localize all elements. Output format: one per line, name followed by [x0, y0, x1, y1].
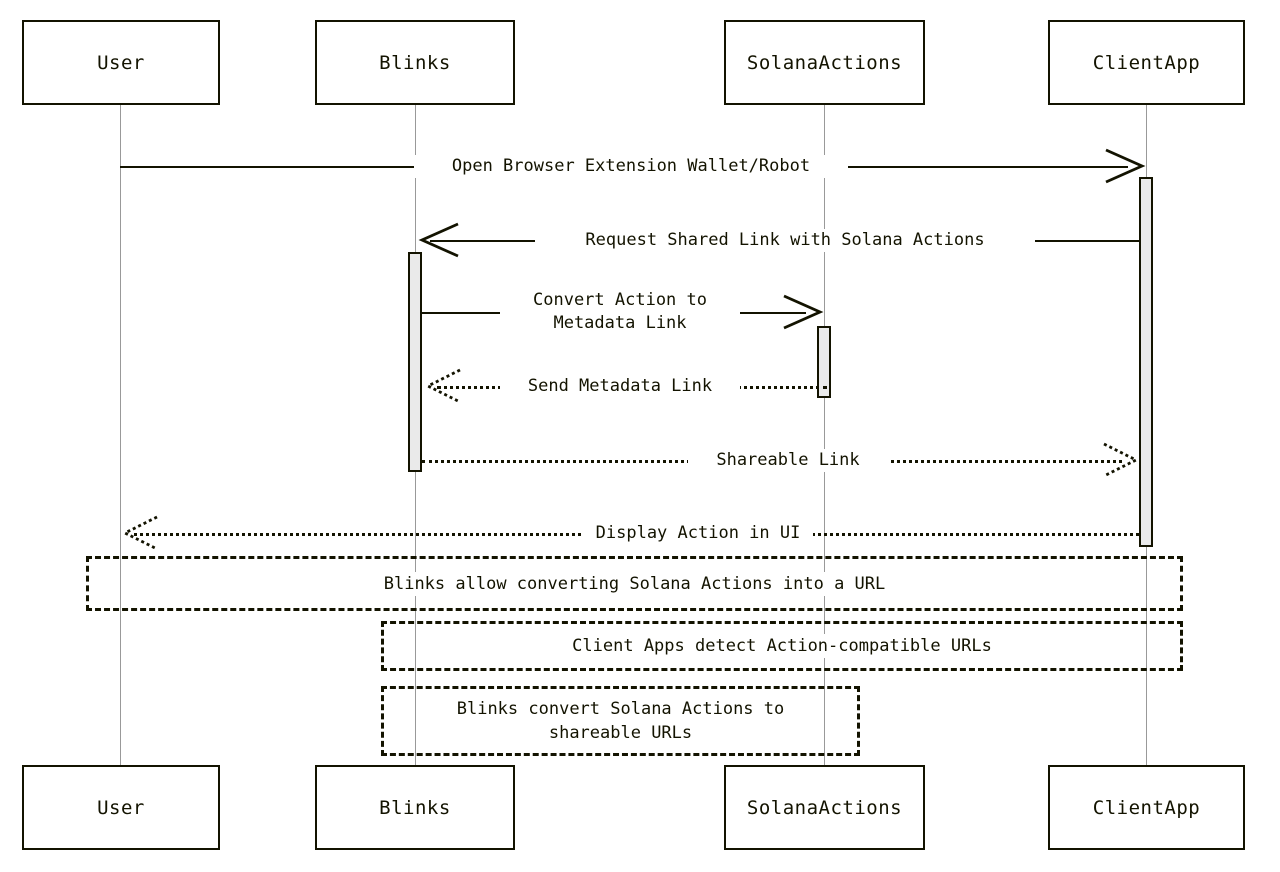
- note-box-3: Blinks convert Solana Actions to shareab…: [381, 686, 860, 756]
- participant-label-blinks-bottom: Blinks: [379, 796, 451, 819]
- participant-box-blinks-bottom[interactable]: Blinks: [315, 765, 515, 850]
- participant-box-clientapp-bottom[interactable]: ClientApp: [1048, 765, 1245, 850]
- message-label-5: Shareable Link: [688, 449, 888, 472]
- message-label-1: Open Browser Extension Wallet/Robot: [414, 155, 848, 178]
- participant-label-user-top: User: [97, 51, 145, 74]
- activation-bar-solanaactions: [817, 326, 831, 398]
- message-label-4: Send Metadata Link: [500, 375, 740, 398]
- participant-label-user-bottom: User: [97, 796, 145, 819]
- note-text-2: Client Apps detect Action-compatible URL…: [568, 634, 996, 658]
- lifeline-solanaactions: [824, 105, 825, 765]
- note-box-1: Blinks allow converting Solana Actions i…: [86, 556, 1183, 611]
- participant-box-user-bottom[interactable]: User: [22, 765, 220, 850]
- arrowhead-right-3: [783, 294, 824, 330]
- participant-box-solanaactions-bottom[interactable]: SolanaActions: [724, 765, 925, 850]
- message-label-6: Display Action in UI: [583, 522, 813, 545]
- activation-bar-blinks: [408, 252, 422, 472]
- lifeline-user: [120, 105, 121, 765]
- participant-label-blinks-top: Blinks: [379, 51, 451, 74]
- participant-box-clientapp-top[interactable]: ClientApp: [1048, 20, 1245, 105]
- message-label-3: Convert Action to Metadata Link: [500, 289, 740, 335]
- activation-bar-clientapp: [1139, 177, 1153, 547]
- participant-box-blinks-top[interactable]: Blinks: [315, 20, 515, 105]
- note-text-1: Blinks allow converting Solana Actions i…: [379, 571, 890, 596]
- arrowhead-left-2: [418, 222, 459, 258]
- participant-box-solanaactions-top[interactable]: SolanaActions: [724, 20, 925, 105]
- message-label-2: Request Shared Link with Solana Actions: [535, 229, 1035, 252]
- arrowhead-right-5: [1103, 442, 1140, 478]
- note-box-2: Client Apps detect Action-compatible URL…: [381, 621, 1183, 671]
- participant-label-solanaactions-top: SolanaActions: [746, 51, 903, 74]
- participant-label-solanaactions-bottom: SolanaActions: [746, 796, 903, 819]
- arrowhead-right-1: [1105, 148, 1146, 184]
- participant-label-clientapp-top: ClientApp: [1092, 51, 1201, 74]
- arrowhead-left-6: [121, 515, 158, 551]
- note-text-3: Blinks convert Solana Actions to shareab…: [452, 697, 789, 745]
- participant-label-clientapp-bottom: ClientApp: [1092, 796, 1201, 819]
- arrowhead-left-4: [424, 368, 461, 404]
- participant-box-user-top[interactable]: User: [22, 20, 220, 105]
